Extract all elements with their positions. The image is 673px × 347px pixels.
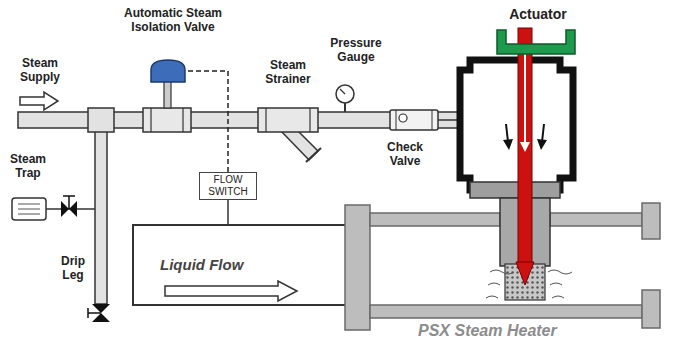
steam-trap-part <box>18 204 40 205</box>
check-valve <box>390 110 438 130</box>
actuator-part <box>524 48 526 148</box>
actuator-part <box>497 30 575 54</box>
drip-leg <box>88 128 110 322</box>
isolation-valve-part <box>143 108 191 132</box>
heater-body-part <box>370 213 500 226</box>
part-label: Liquid Flow <box>160 256 270 274</box>
switch-label: FLOW SWITCH <box>206 174 250 198</box>
actuator-part <box>537 139 547 150</box>
pressure-gauge <box>336 85 354 112</box>
steam-supply-arrow-part <box>20 92 58 110</box>
liquid-pipe-part <box>165 281 297 301</box>
part-label: Actuator <box>498 6 578 22</box>
isolation-valve-part <box>150 108 151 132</box>
actuator-part <box>470 182 560 198</box>
liquid-pipe-part <box>133 225 346 305</box>
liquid-pipe <box>133 225 346 305</box>
check-valve-part <box>390 110 438 130</box>
heater-body-part <box>642 290 660 328</box>
steam-strainer-part <box>258 108 318 132</box>
heater-body-part <box>345 205 370 330</box>
isolation-valve-part <box>151 60 185 82</box>
drip-leg-part <box>95 128 107 304</box>
heater-body-part <box>550 213 642 226</box>
drip-leg-part <box>87 308 89 318</box>
steam-pipe <box>18 108 460 132</box>
pressure-gauge-part <box>340 89 345 94</box>
steam-trap <box>12 196 95 220</box>
actuator-part <box>542 124 544 142</box>
steam-strainer-part <box>306 148 321 162</box>
isolation-valve <box>143 60 228 225</box>
check-valve-part <box>396 110 397 130</box>
heater-body-part <box>642 203 660 239</box>
actuator-part <box>518 28 532 264</box>
part-label: PSX Steam Heater <box>418 321 618 341</box>
steam-strainer-part <box>309 108 310 132</box>
part-label: Automatic Steam Isolation Valve <box>112 6 234 34</box>
steam-supply-arrow <box>20 92 58 110</box>
pressure-gauge-part <box>336 85 354 103</box>
switch-box: FLOW SWITCH <box>199 172 257 200</box>
actuator-part <box>460 60 573 190</box>
part-label: Steam Trap <box>4 152 52 180</box>
isolation-valve-part <box>227 198 229 225</box>
part-label: Check Valve <box>378 140 432 168</box>
isolation-valve-part <box>164 80 171 108</box>
steam-trap-part <box>12 198 46 220</box>
part-label: Pressure Gauge <box>320 36 392 64</box>
actuator-part <box>503 139 513 150</box>
steam-trap-part <box>68 196 70 209</box>
actuator-part <box>520 44 530 152</box>
isolation-valve-part <box>188 71 228 172</box>
steam-trap-part <box>63 195 75 197</box>
actuator <box>438 28 575 300</box>
pressure-gauge-part <box>344 103 346 112</box>
drip-leg-part <box>88 312 101 314</box>
part-label: Steam Supply <box>12 56 68 84</box>
part-label: Steam Strainer <box>256 58 320 86</box>
part-label: Drip Leg <box>54 254 92 282</box>
actuator-part <box>506 124 508 142</box>
check-valve-part <box>399 114 407 122</box>
actuator-part <box>516 262 534 285</box>
steam-pipe-part <box>88 108 114 132</box>
steam-strainer-part <box>265 108 266 132</box>
check-valve-part <box>432 110 433 130</box>
steam-strainer <box>258 108 321 162</box>
heater-body-part <box>370 305 642 318</box>
isolation-valve-part <box>182 108 183 132</box>
steam-trap-part <box>18 209 40 210</box>
steam-trap-part <box>18 214 40 215</box>
